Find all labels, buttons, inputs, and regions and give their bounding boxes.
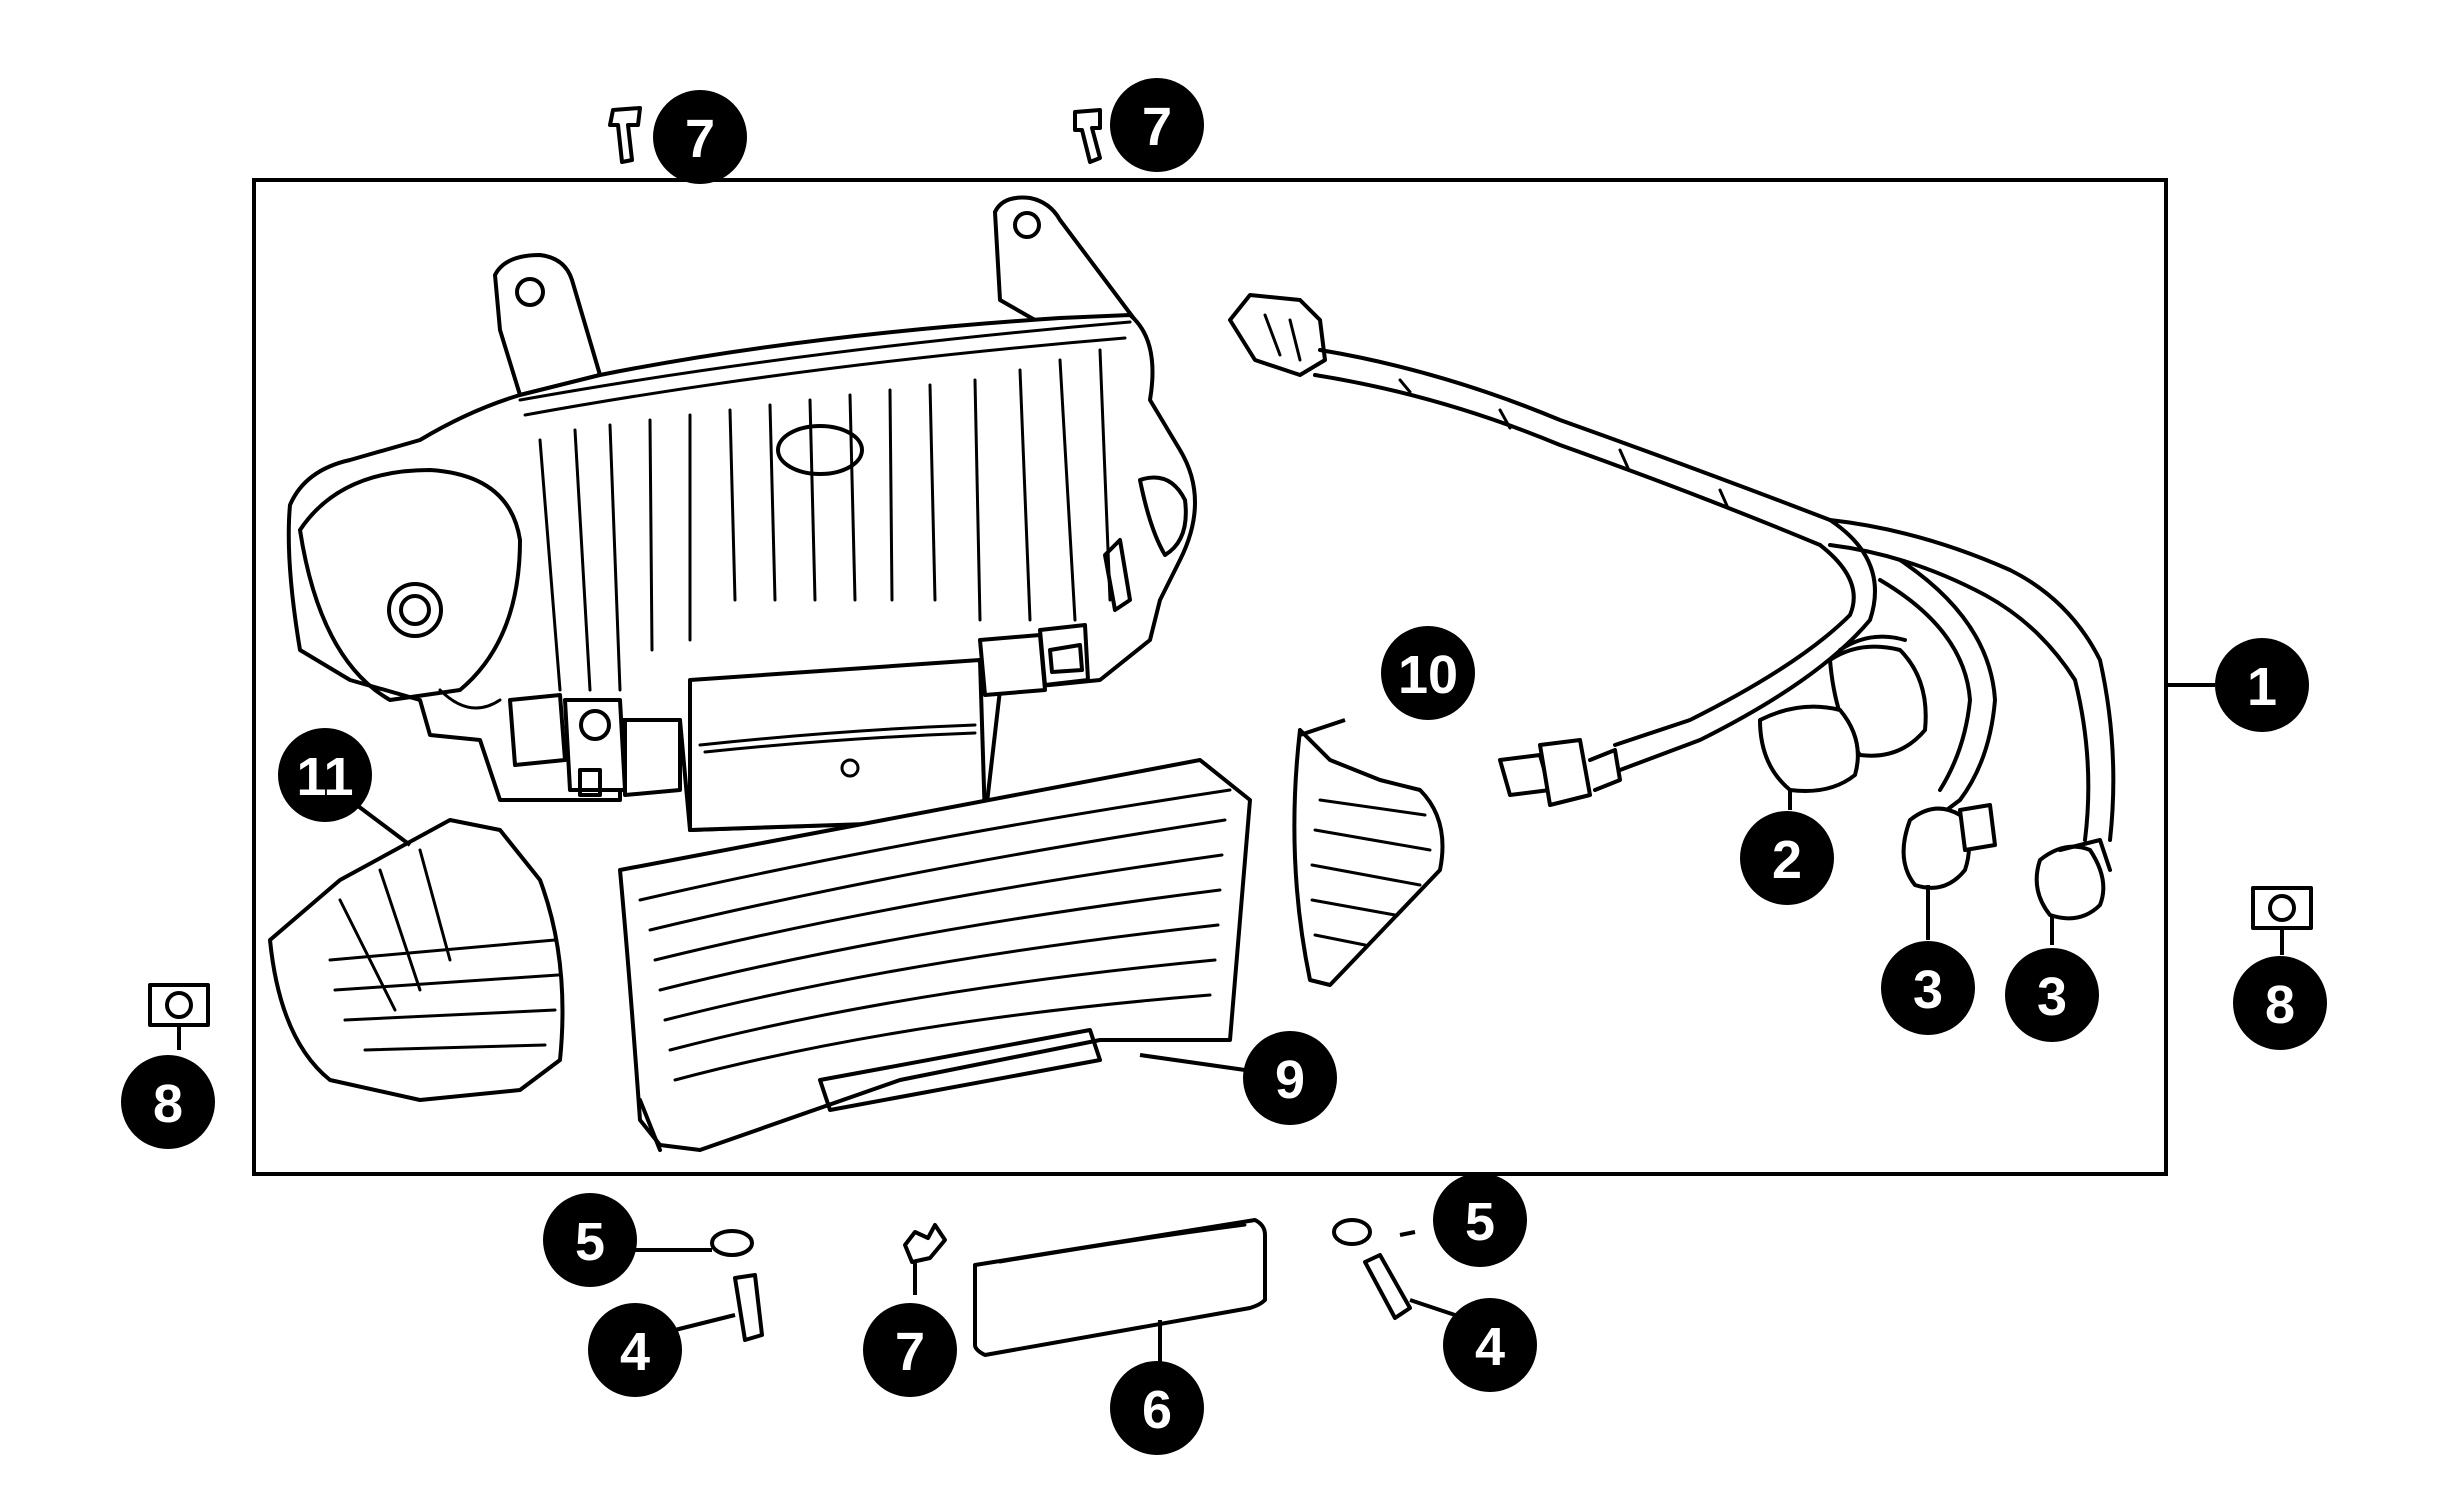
callout-3a: 3 <box>1881 941 1975 1035</box>
callout-5b-label: 5 <box>1465 1192 1495 1252</box>
part-5-washer-right <box>1332 1218 1372 1246</box>
callout-8b-label: 8 <box>2265 975 2295 1035</box>
callout-11: 11 <box>278 728 372 822</box>
callout-8a-label: 8 <box>153 1074 183 1134</box>
callout-7b-label: 7 <box>1142 97 1172 157</box>
callout-2: 2 <box>1740 811 1834 905</box>
callout-10: 10 <box>1381 626 1475 720</box>
part-6-pad <box>973 1218 1267 1357</box>
callout-8a: 8 <box>121 1055 215 1149</box>
callout-6-label: 6 <box>1142 1380 1172 1440</box>
callout-9-label: 9 <box>1275 1050 1305 1110</box>
assembly-frame <box>252 178 2168 1176</box>
callout-1-label: 1 <box>2247 657 2277 717</box>
side-marker-left <box>268 818 565 1102</box>
headlamp-housing <box>286 195 1197 832</box>
callout-2-label: 2 <box>1772 830 1802 890</box>
callout-5b: 5 <box>1433 1173 1527 1267</box>
part-7-clip-bottom <box>903 1223 947 1264</box>
callout-9: 9 <box>1243 1031 1337 1125</box>
front-lens <box>618 758 1252 1152</box>
part-5-washer-left <box>710 1229 754 1257</box>
callout-4b: 4 <box>1443 1298 1537 1392</box>
callout-5a-label: 5 <box>575 1212 605 1272</box>
callout-6: 6 <box>1110 1361 1204 1455</box>
callout-3a-label: 3 <box>1913 960 1943 1020</box>
callout-11-label: 11 <box>296 747 353 807</box>
callout-10-label: 10 <box>1398 645 1458 705</box>
callout-7a: 7 <box>653 90 747 184</box>
callout-4a: 4 <box>588 1303 682 1397</box>
part-7-clip-top-left <box>608 106 642 164</box>
callout-3b-label: 3 <box>2037 967 2067 1027</box>
callout-7c-label: 7 <box>895 1322 925 1382</box>
callout-7c: 7 <box>863 1303 957 1397</box>
wiring-harness <box>1228 293 2116 921</box>
part-4-screw-left <box>733 1273 764 1342</box>
part-4-screw-right <box>1363 1253 1412 1320</box>
callout-1: 1 <box>2215 638 2309 732</box>
callout-3b: 3 <box>2005 948 2099 1042</box>
callout-4b-label: 4 <box>1475 1317 1505 1377</box>
part-7-clip-top-right <box>1073 108 1102 164</box>
side-marker-right <box>1292 728 1445 987</box>
callout-8b: 8 <box>2233 956 2327 1050</box>
callout-7a-label: 7 <box>685 109 715 169</box>
callout-5a: 5 <box>543 1193 637 1287</box>
callout-7b: 7 <box>1110 78 1204 172</box>
callout-4a-label: 4 <box>620 1322 650 1382</box>
